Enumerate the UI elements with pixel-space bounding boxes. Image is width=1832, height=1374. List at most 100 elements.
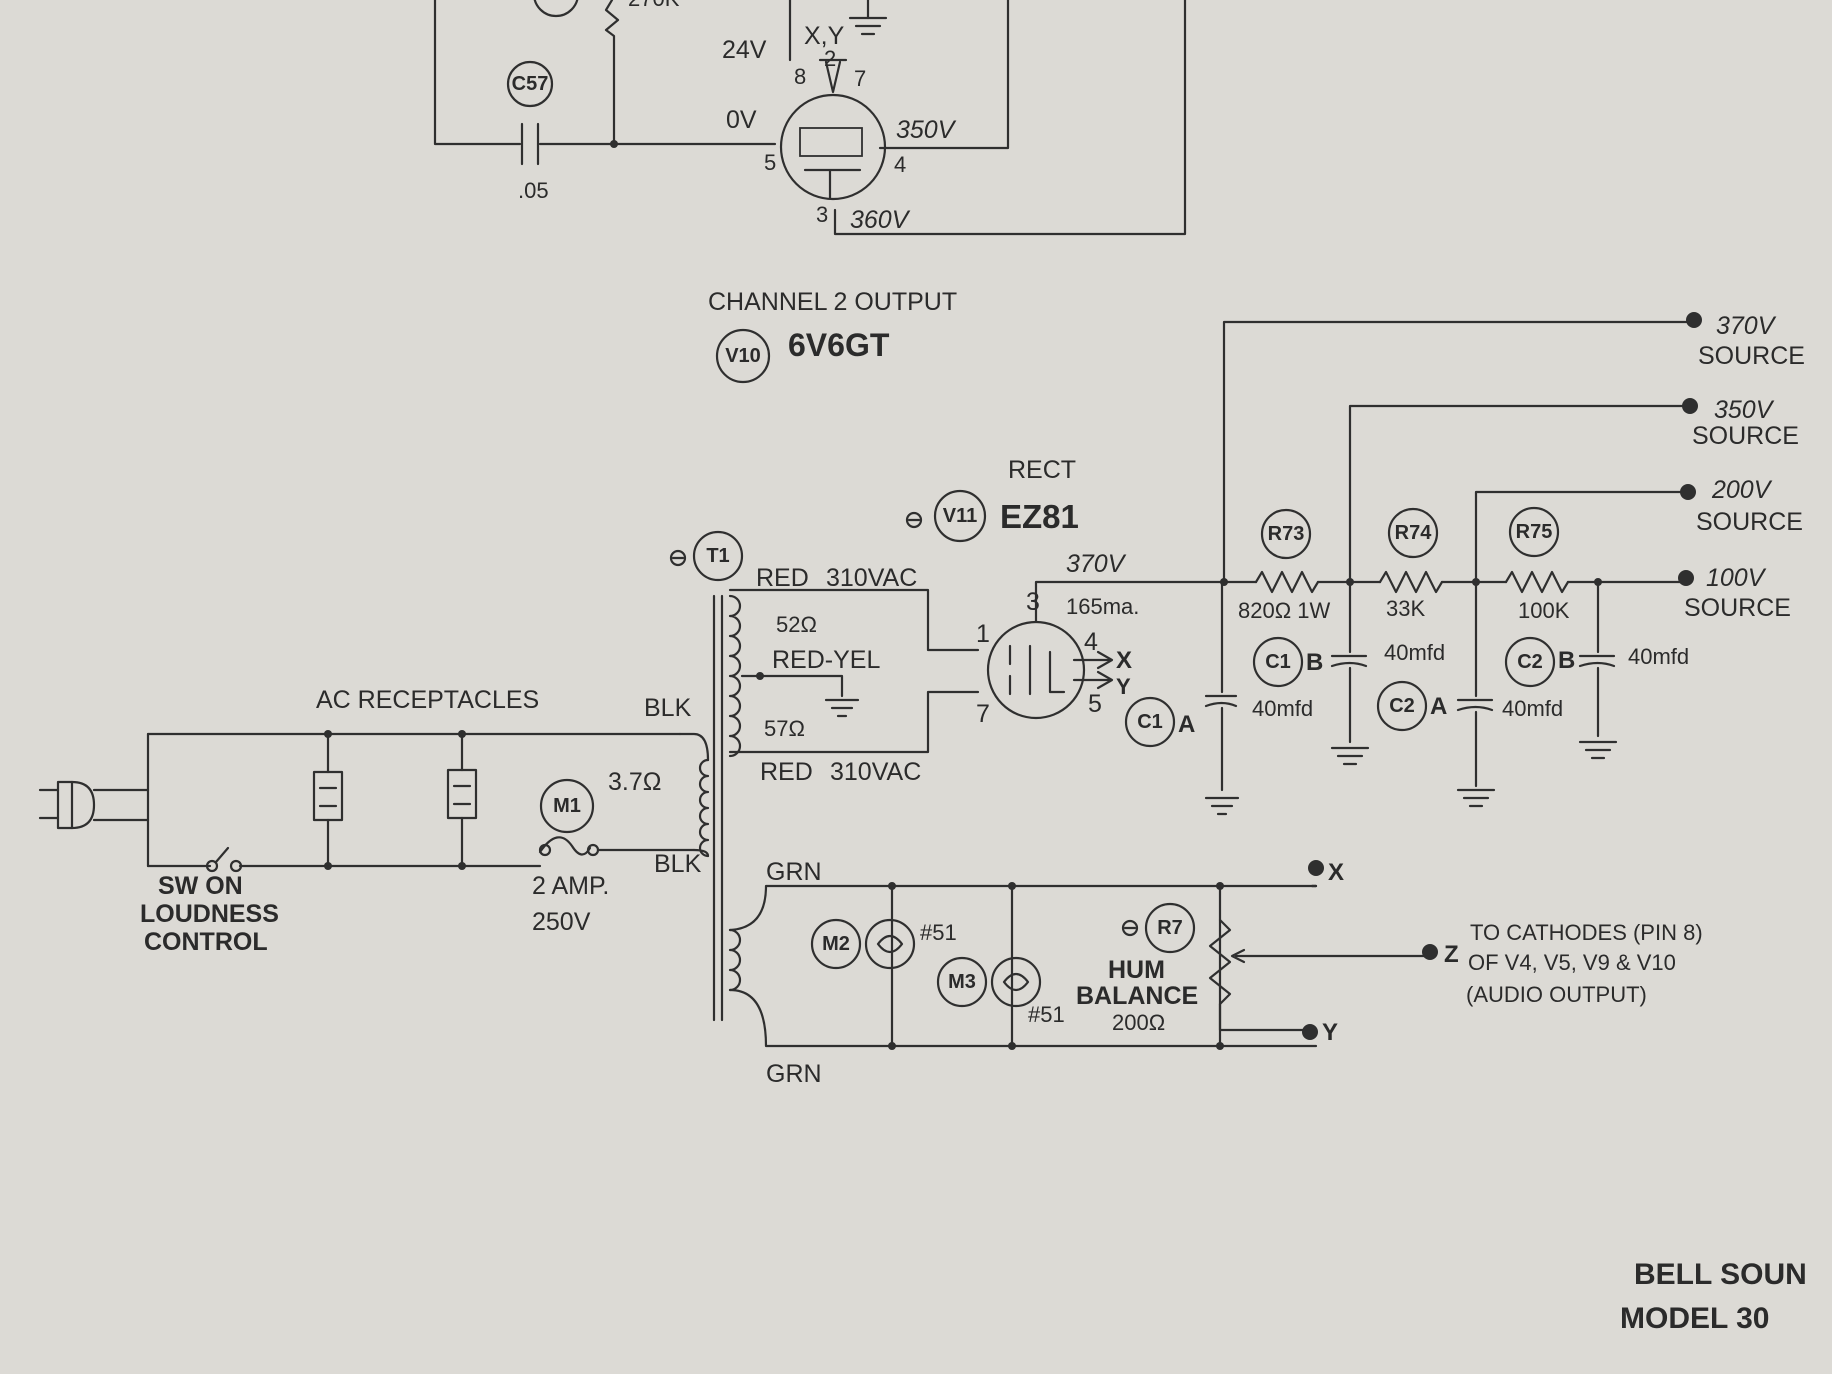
r74-ref: R74 bbox=[1395, 522, 1433, 544]
channel2-title: CHANNEL 2 OUTPUT bbox=[708, 288, 957, 316]
brand-partial: BELL SOUN bbox=[1634, 1258, 1807, 1291]
heater-z-label: Z bbox=[1444, 941, 1459, 968]
power-input: AC RECEPTACLES SW ON LOUDNESS CONTROL M1… bbox=[38, 686, 696, 956]
grn-top-label: GRN bbox=[766, 858, 822, 886]
cathode-note-line2: OF V4, V5, V9 & V10 bbox=[1468, 950, 1676, 975]
blk-bottom-label: BLK bbox=[654, 850, 702, 878]
m2-ref: M2 bbox=[822, 933, 850, 955]
m3-lamp-type: #51 bbox=[1028, 1002, 1065, 1027]
rect-pin-4: 4 bbox=[1084, 628, 1098, 656]
rect-current: 165ma. bbox=[1066, 594, 1139, 619]
cathode-note-line1: TO CATHODES (PIN 8) bbox=[1470, 920, 1703, 945]
cathode-note-line3: (AUDIO OUTPUT) bbox=[1466, 982, 1647, 1007]
voltage-350v-top: 350V bbox=[896, 116, 957, 144]
source-350-voltage: 350V bbox=[1714, 396, 1775, 424]
source-200-label: SOURCE bbox=[1696, 508, 1803, 536]
fuse-voltage: 250V bbox=[532, 908, 591, 936]
c57-ref-circle: C57 bbox=[506, 60, 554, 108]
r73-ref: R73 bbox=[1268, 523, 1305, 545]
c1a-section: A bbox=[1178, 711, 1195, 738]
v11-tube-type: EZ81 bbox=[1000, 498, 1079, 535]
model-partial: MODEL 30 bbox=[1620, 1302, 1770, 1335]
ac-receptacles-label: AC RECEPTACLES bbox=[316, 686, 539, 714]
top-output-stage: C57 .05 270K 24V 0V X,Y 2 8 7 5 4 3 350V… bbox=[433, 0, 1187, 236]
v10-ref: V10 bbox=[725, 345, 761, 367]
c2b-value: 40mfd bbox=[1628, 644, 1689, 669]
c57-ref: C57 bbox=[512, 73, 549, 95]
resistor-partial-value: 270K bbox=[628, 0, 680, 11]
pin-2-label: 2 bbox=[824, 46, 836, 71]
c2b-ref: C2 bbox=[1517, 651, 1543, 673]
c1a-value: 40mfd bbox=[1252, 696, 1313, 721]
source-370-voltage: 370V bbox=[1716, 312, 1777, 340]
rect-pin-5: 5 bbox=[1088, 690, 1102, 718]
r7-ref: R7 bbox=[1157, 917, 1183, 939]
rect-voltage: 370V bbox=[1066, 550, 1127, 578]
rectifier-v11: RECT V11 EZ81 370V 165ma. 3 1 4 5 7 X Y bbox=[905, 456, 1226, 728]
fuse-icon bbox=[538, 836, 600, 857]
r74-value: 33K bbox=[1386, 596, 1425, 621]
source-100-voltage: 100V bbox=[1706, 564, 1767, 592]
pin-3-label: 3 bbox=[816, 202, 828, 227]
c2a-capacitor bbox=[1456, 580, 1496, 808]
ac-plug-icon bbox=[38, 780, 150, 830]
outlet-icon bbox=[446, 730, 478, 870]
pin-5-label: 5 bbox=[764, 150, 776, 175]
winding-57-ohm: 57Ω bbox=[764, 716, 805, 741]
fuse-rating: 2 AMP. bbox=[532, 872, 609, 900]
rect-pin-3: 3 bbox=[1026, 588, 1040, 616]
lamp-m3-icon bbox=[990, 884, 1042, 1048]
r7-value: 200Ω bbox=[1112, 1010, 1165, 1035]
switch-label-line3: CONTROL bbox=[144, 928, 268, 956]
winding-52-ohm: 52Ω bbox=[776, 612, 817, 637]
source-100-label: SOURCE bbox=[1684, 594, 1791, 622]
t1-ref: T1 bbox=[706, 545, 729, 567]
red-top-label: RED bbox=[756, 564, 809, 592]
heater-y-label: Y bbox=[1322, 1019, 1338, 1046]
red-bottom-label: RED bbox=[760, 758, 813, 786]
v11-ref: V11 bbox=[943, 505, 977, 527]
switch-label-line2: LOUDNESS bbox=[140, 900, 279, 928]
voltage-24v: 24V bbox=[722, 36, 767, 64]
top-ref-circle-partial bbox=[533, 0, 579, 18]
vac-bottom-label: 310VAC bbox=[830, 758, 921, 786]
rect-pin-7: 7 bbox=[976, 700, 990, 728]
c1b-capacitor bbox=[1330, 580, 1370, 766]
r73-value: 820Ω 1W bbox=[1238, 598, 1331, 623]
c1a-capacitor bbox=[1204, 580, 1240, 816]
c1b-section: B bbox=[1306, 649, 1323, 676]
balance-label: BALANCE bbox=[1076, 982, 1198, 1010]
m2-lamp-type: #51 bbox=[920, 920, 957, 945]
heater-x-label: X bbox=[1328, 859, 1344, 886]
c2a-section: A bbox=[1430, 693, 1447, 720]
rect-out-y: Y bbox=[1116, 674, 1131, 699]
m3-ref: M3 bbox=[948, 971, 976, 993]
switch-label-line1: SW ON bbox=[158, 872, 243, 900]
c2a-value: 40mfd bbox=[1502, 696, 1563, 721]
rect-label: RECT bbox=[1008, 456, 1076, 484]
pin-4-label: 4 bbox=[894, 152, 906, 177]
pin-8-label: 8 bbox=[794, 64, 806, 89]
c1b-ref: C1 bbox=[1265, 651, 1291, 673]
voltage-0v: 0V bbox=[726, 106, 757, 134]
outlet-icon bbox=[312, 730, 344, 870]
heater-circuit: M2 #51 M3 #51 R7 HUM BALANCE 200Ω X Y Z … bbox=[810, 859, 1703, 1050]
source-350-label: SOURCE bbox=[1692, 422, 1799, 450]
filter-network: R73 R74 R75 820Ω 1W 33K 100K C1 A 40mfd … bbox=[1124, 312, 1805, 816]
c1a-ref: C1 bbox=[1137, 711, 1163, 733]
grn-bottom-label: GRN bbox=[766, 1060, 822, 1088]
pin-7-label: 7 bbox=[854, 66, 866, 91]
v10-tube-type: 6V6GT bbox=[788, 327, 890, 363]
primary-resistance: 3.7Ω bbox=[608, 768, 661, 796]
c57-value: .05 bbox=[518, 178, 549, 203]
transformer-t1: T1 RED 310VAC 52Ω RED-YEL 57Ω RED 310VAC… bbox=[608, 530, 1318, 1088]
red-yel-label: RED-YEL bbox=[772, 646, 880, 674]
r75-value: 100K bbox=[1518, 598, 1570, 623]
rect-out-x: X bbox=[1116, 647, 1132, 674]
c2a-ref: C2 bbox=[1389, 695, 1415, 717]
hum-label: HUM bbox=[1108, 956, 1165, 984]
r75-ref: R75 bbox=[1516, 521, 1553, 543]
c1b-value: 40mfd bbox=[1384, 640, 1445, 665]
vac-top-label: 310VAC bbox=[826, 564, 917, 592]
